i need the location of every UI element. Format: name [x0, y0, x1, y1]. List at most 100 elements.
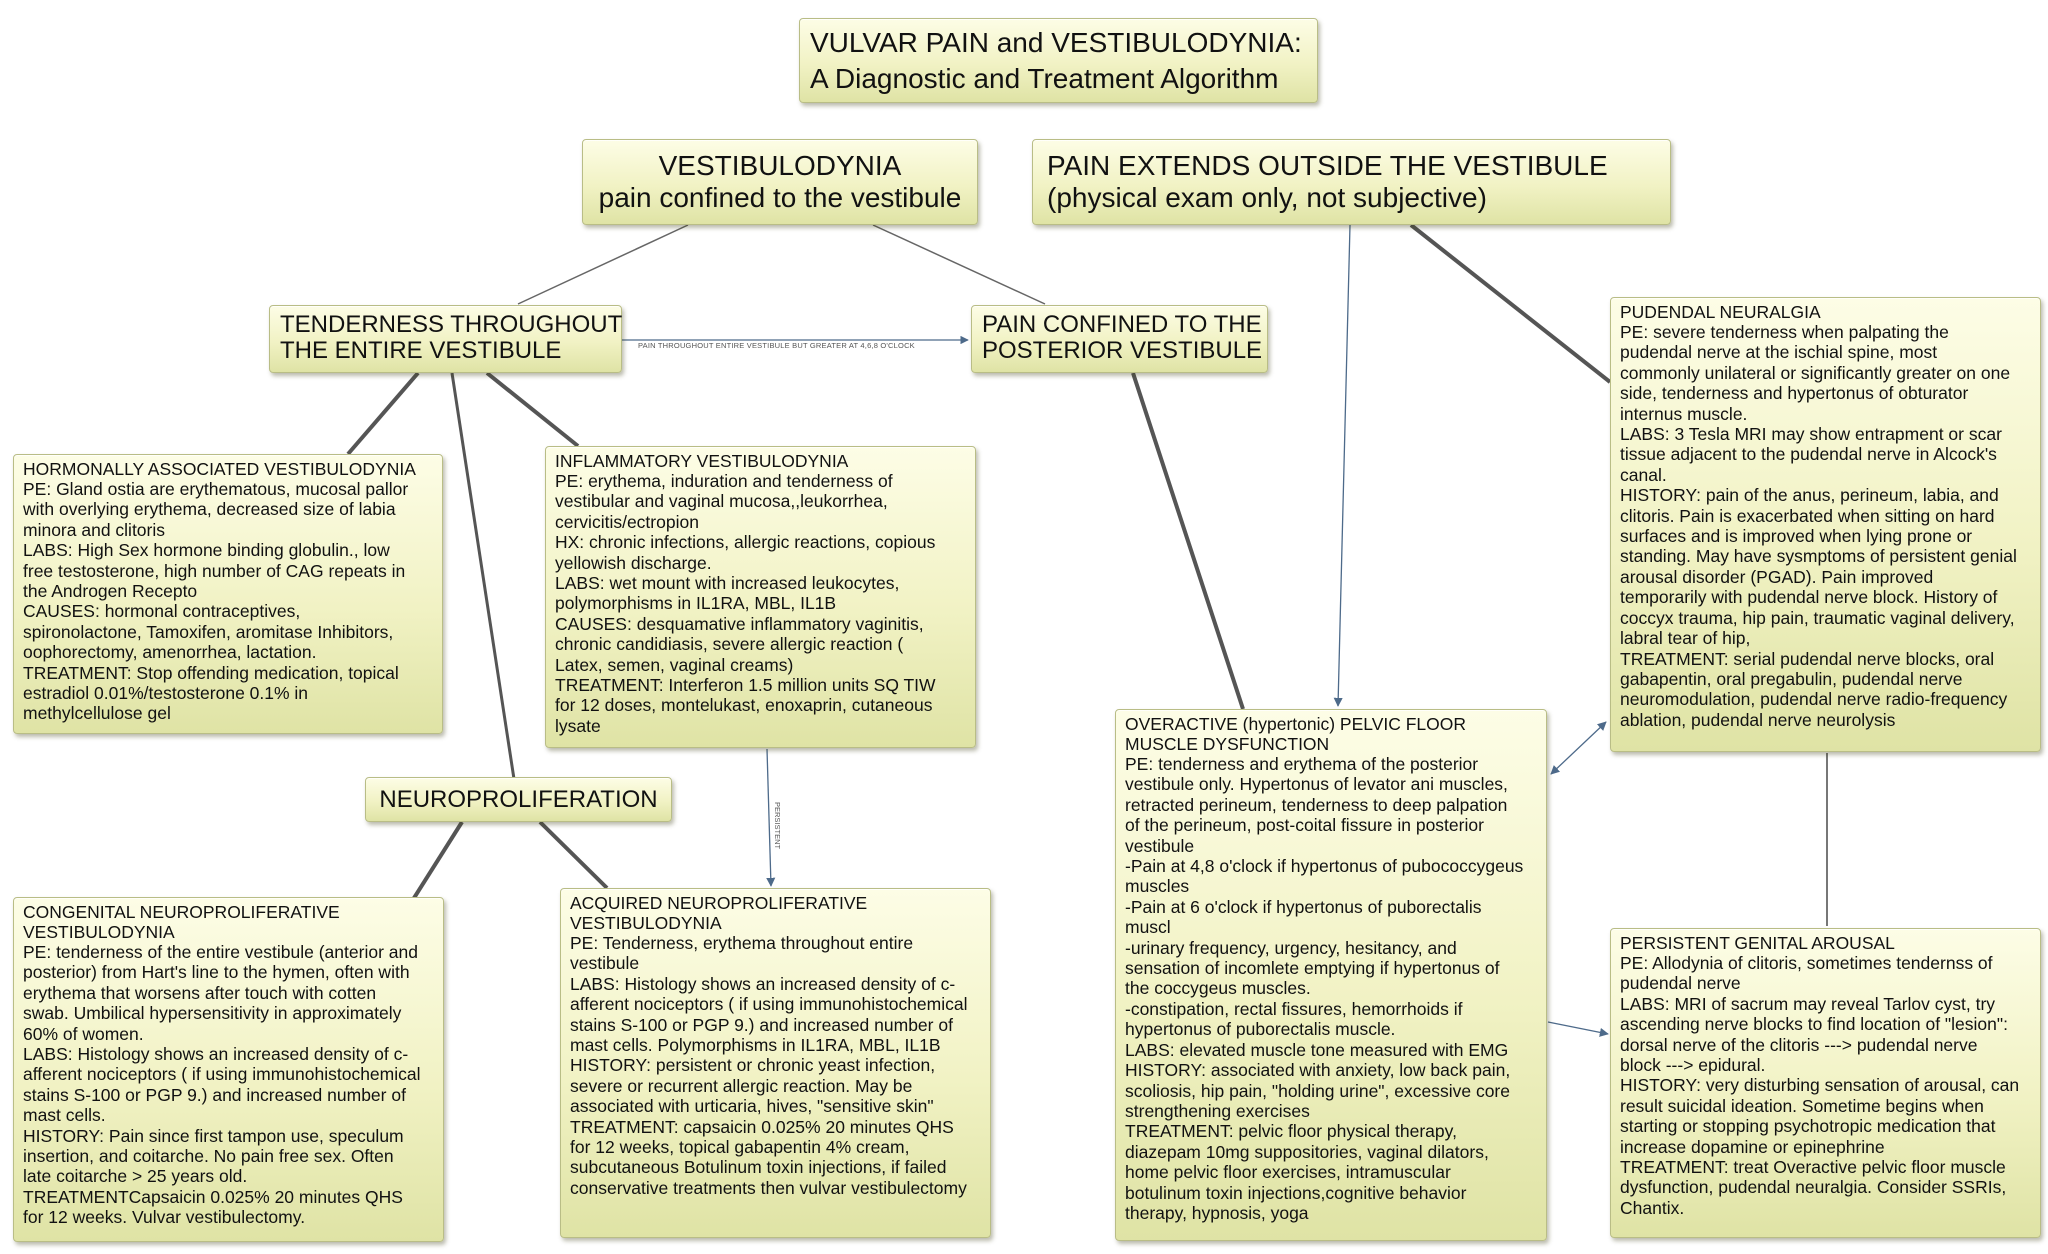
pudendal-line: arousal disorder (PGAD). Pain improved: [1620, 566, 1934, 587]
overactive-line: -Pain at 6 o'clock if hypertonus of pubo…: [1125, 896, 1482, 917]
overactive-line: TREATMENT: pelvic floor physical therapy…: [1125, 1121, 1457, 1142]
hormonal-line: CAUSES: hormonal contraceptives,: [23, 601, 301, 622]
acquired-line: HISTORY: persistent or chronic yeast inf…: [570, 1055, 936, 1076]
pudendal-line: side, tenderness and hypertonus of obtur…: [1620, 383, 1969, 404]
pudendal-line: temporarily with pudendal nerve block. H…: [1620, 587, 1998, 608]
persistent-line: dorsal nerve of the clitoris ---> pudend…: [1620, 1034, 1978, 1055]
congenital-line: erythema that worsens after touch with c…: [23, 982, 377, 1003]
pain-extends-title: PAIN EXTENDS OUTSIDE THE VESTIBULE: [1047, 150, 1608, 181]
vestibulodynia-node: VESTIBULODYNIA pain confined to the vest…: [582, 139, 978, 225]
overactive-line: HISTORY: associated with anxiety, low ba…: [1125, 1060, 1511, 1081]
overactive-line: -constipation, rectal fissures, hemorrho…: [1125, 998, 1463, 1019]
edge-vestibulodynia-posterior: [872, 224, 1046, 305]
edge-tenderness-inflammatory: [485, 371, 580, 448]
pudendal-line: LABS: 3 Tesla MRI may show entrapment or…: [1620, 424, 2002, 445]
congenital-line: TREATMENTCapsaicin 0.025% 20 minutes QHS: [23, 1186, 403, 1207]
persistent-line: LABS: MRI of sacrum may reveal Tarlov cy…: [1620, 993, 1996, 1014]
edge-inflammatory-acquired: [766, 748, 776, 887]
acquired-line: stains S-100 or PGP 9.) and increased nu…: [570, 1014, 953, 1035]
hormonal-line: free testosterone, high number of CAG re…: [23, 560, 406, 581]
hormonal-line: LABS: High Sex hormone binding globulin.…: [23, 540, 390, 561]
inflammatory-line: LABS: wet mount with increased leukocyte…: [555, 573, 900, 594]
edge-extends-overactive: [1333, 224, 1351, 707]
edge-extends-pudendal: [1409, 223, 1612, 384]
hormonal-line: minora and clitoris: [23, 519, 165, 540]
title-line-2: A Diagnostic and Treatment Algorithm: [810, 63, 1279, 94]
pudendal-line: labral tear of hip,: [1620, 628, 1751, 649]
inflammatory-line: yellowish discharge.: [555, 552, 712, 573]
hormonal-line: methylcellulose gel: [23, 703, 171, 724]
pudendal-line: coccyx trauma, hip pain, traumatic vagin…: [1620, 607, 2015, 628]
overactive-line: LABS: elevated muscle tone measured with…: [1125, 1039, 1509, 1060]
pudendal-line: TREATMENT: serial pudendal nerve blocks,…: [1620, 648, 1995, 669]
overactive-line: vestibule only. Hypertonus of levator an…: [1125, 774, 1508, 795]
inflammatory-line: PE: erythema, induration and tenderness …: [555, 471, 893, 491]
congenital-line: afferent nociceptors ( if using immunohi…: [23, 1064, 421, 1085]
pudendal-line: internus muscle.: [1620, 403, 1748, 424]
hormonal-line: oophorectomy, amenorrhea, lactation.: [23, 642, 317, 663]
pudendal-title: PUDENDAL NEURALGIA: [1620, 302, 1821, 322]
edge-posterior-overactive: [1131, 372, 1245, 710]
persistent-line: Chantix.: [1620, 1197, 1685, 1218]
inflammatory-line: cervicitis/ectropion: [555, 511, 699, 532]
persistent-line: starting or stopping psychotropic medica…: [1620, 1116, 1996, 1137]
hormonal-line: TREATMENT: Stop offending medication, to…: [23, 662, 399, 683]
tenderness-line-1: TENDERNESS THROUGHOUT: [280, 311, 623, 338]
edge-neuro-acquired: [538, 820, 609, 890]
inflammatory-line: polymorphisms in IL1RA, MBL, IL1B: [555, 593, 837, 614]
pudendal-line: commonly unilateral or significantly gre…: [1620, 362, 2011, 383]
persistent-line: ascending nerve blocks to find location …: [1620, 1014, 2008, 1035]
pudendal-line: PE: severe tenderness when palpating the: [1620, 322, 1949, 342]
hormonal-line: the Androgen Recepto: [23, 581, 198, 602]
acquired-line: associated with urticaria, hives, "sensi…: [570, 1096, 934, 1117]
edge-tenderness-neuroproliferation: [450, 372, 516, 780]
congenital-line: PE: tenderness of the entire vestibule (…: [23, 942, 418, 962]
pudendal-line: HISTORY: pain of the anus, perineum, lab…: [1620, 485, 1999, 506]
edge-overactive-persistent: [1547, 1021, 1609, 1037]
congenital-line: late coitarche > 25 years old.: [23, 1166, 248, 1187]
pudendal-line: pudendal nerve at the ischial spine, mos…: [1620, 342, 1938, 363]
inflammatory-line: TREATMENT: Interferon 1.5 million units …: [555, 675, 936, 696]
inflammatory-title: INFLAMMATORY VESTIBULODYNIA: [555, 451, 849, 471]
vestibulodynia-title: VESTIBULODYNIA: [658, 150, 902, 181]
edge-tenderness-hormonal: [346, 371, 420, 456]
edge-label-persistent: PERSISTENT: [773, 802, 782, 850]
congenital-line: for 12 weeks. Vulvar vestibulectomy.: [23, 1207, 306, 1228]
hormonal-line: with overlying erythema, decreased size …: [23, 499, 396, 520]
congenital-line: 60% of women.: [23, 1023, 144, 1044]
edge-neuro-congenital: [412, 820, 464, 900]
hormonal-line: spironolactone, Tamoxifen, aromitase Inh…: [23, 621, 394, 642]
vestibulodynia-subtitle: pain confined to the vestibule: [598, 182, 962, 213]
inflammatory-line: Latex, semen, vaginal creams): [555, 654, 794, 675]
overactive-line: of the perineum, post-coital fissure in …: [1125, 815, 1484, 836]
pudendal-line: tissue adjacent to the pudendal nerve in…: [1620, 444, 1997, 465]
hormonal-line: estradiol 0.01%/testosterone 0.1% in: [23, 683, 309, 704]
pudendal-neuralgia-node: PUDENDAL NEURALGIA PE: severe tenderness…: [1610, 297, 2041, 752]
persistent-line: HISTORY: very disturbing sensation of ar…: [1620, 1075, 2020, 1096]
persistent-line: pudendal nerve: [1620, 973, 1741, 994]
acquired-neuroproliferative-node: ACQUIRED NEUROPROLIFERATIVE VESTIBULODYN…: [560, 888, 991, 1238]
congenital-title: CONGENITAL NEUROPROLIFERATIVE VESTIBULOD…: [23, 902, 340, 942]
acquired-line: vestibule: [570, 953, 640, 974]
overactive-line: strengthening exercises: [1125, 1100, 1310, 1121]
acquired-line: LABS: Histology shows an increased densi…: [570, 973, 956, 994]
pudendal-line: standing. May have sysmptoms of persiste…: [1620, 546, 2017, 567]
congenital-line: mast cells.: [23, 1105, 106, 1126]
edge-label-tenderness-posterior: PAIN THROUGHOUT ENTIRE VESTIBULE BUT GRE…: [638, 341, 915, 350]
persistent-line: TREATMENT: treat Overactive pelvic floor…: [1620, 1157, 2006, 1178]
posterior-line-2: POSTERIOR VESTIBULE: [982, 337, 1263, 364]
overactive-line: -Pain at 4,8 o'clock if hypertonus of pu…: [1125, 856, 1524, 877]
congenital-line: posterior) from Hart's line to the hymen…: [23, 962, 410, 983]
persistent-line: result suicidal ideation. Sometime begin…: [1620, 1095, 1984, 1116]
pudendal-line: gabapentin, oral pregabulin, pudendal ne…: [1620, 668, 1963, 689]
acquired-line: conservative treatments then vulvar vest…: [570, 1177, 967, 1198]
pain-extends-node: PAIN EXTENDS OUTSIDE THE VESTIBULE (phys…: [1032, 139, 1671, 225]
tenderness-line-2: THE ENTIRE VESTIBULE: [280, 337, 562, 364]
inflammatory-line: CAUSES: desquamative inflammatory vagini…: [555, 613, 924, 634]
posterior-vestibule-node: PAIN CONFINED TO THE POSTERIOR VESTIBULE: [971, 305, 1268, 373]
overactive-line: sensation of incomlete emptying if hyper…: [1125, 958, 1500, 979]
inflammatory-line: for 12 doses, montelukast, enoxaprin, cu…: [555, 695, 933, 716]
pudendal-line: canal.: [1620, 464, 1667, 485]
persistent-line: PE: Allodynia of clitoris, sometimes ten…: [1620, 953, 1993, 973]
hormonal-title: HORMONALLY ASSOCIATED VESTIBULODYNIA: [23, 459, 416, 479]
